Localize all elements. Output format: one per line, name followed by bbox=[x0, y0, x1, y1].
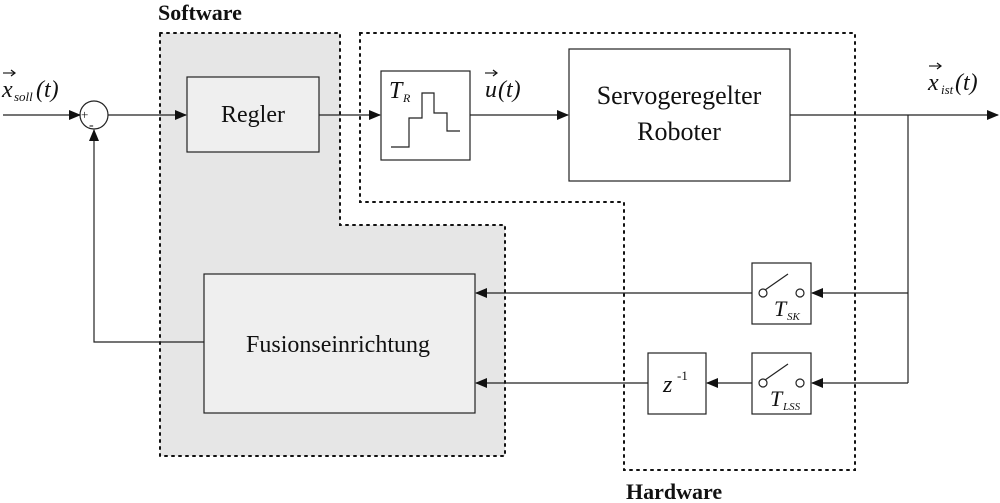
regler-label: Regler bbox=[221, 102, 285, 128]
fusion-feedback-line bbox=[89, 129, 204, 343]
servo-robot-block bbox=[568, 48, 791, 182]
svg-text:x: x bbox=[1, 77, 13, 103]
delay-label: z -1 bbox=[662, 368, 688, 398]
servo-label-line2: Roboter bbox=[637, 117, 721, 146]
fusion-block bbox=[203, 273, 476, 414]
svg-text:ist: ist bbox=[941, 82, 954, 97]
svg-text:T: T bbox=[770, 386, 784, 411]
plus-sign: + bbox=[81, 107, 88, 122]
svg-text:T: T bbox=[774, 296, 788, 321]
servo-label-line1: Servogeregelter bbox=[597, 81, 762, 110]
svg-text:(t): (t) bbox=[498, 77, 521, 103]
svg-text:soll: soll bbox=[14, 89, 33, 104]
regler-block bbox=[186, 76, 320, 153]
summing-junction: + - bbox=[79, 100, 109, 133]
tlss-label: T LSS bbox=[770, 386, 801, 413]
svg-text:SK: SK bbox=[787, 311, 801, 323]
svg-text:(t): (t) bbox=[36, 77, 59, 103]
svg-text:z: z bbox=[662, 372, 673, 398]
tr-label: T R bbox=[389, 78, 411, 105]
x-ist-label: x ist (t) bbox=[927, 62, 978, 97]
software-region-border bbox=[159, 32, 506, 457]
svg-text:(t): (t) bbox=[955, 70, 978, 96]
staircase-icon bbox=[391, 92, 460, 148]
fusion-label: Fusionseinrichtung bbox=[246, 332, 430, 358]
software-label: Software bbox=[158, 0, 242, 25]
svg-text:T: T bbox=[389, 78, 404, 104]
tlss-switch-icon bbox=[758, 363, 805, 388]
svg-text:-1: -1 bbox=[677, 368, 688, 383]
svg-text:x: x bbox=[927, 70, 939, 96]
hardware-region-border bbox=[359, 32, 856, 471]
u-label: u (t) bbox=[485, 69, 521, 103]
svg-text:R: R bbox=[402, 91, 411, 105]
tr-hold-block bbox=[380, 70, 471, 161]
hardware-label: Hardware bbox=[626, 479, 722, 503]
x-soll-label: x soll (t) bbox=[1, 69, 59, 104]
tsk-switch-icon bbox=[758, 273, 805, 298]
minus-sign: - bbox=[89, 118, 94, 133]
delay-block bbox=[647, 352, 707, 415]
svg-text:LSS: LSS bbox=[782, 401, 801, 413]
svg-text:u: u bbox=[485, 77, 497, 103]
tsk-label: T SK bbox=[774, 296, 801, 323]
